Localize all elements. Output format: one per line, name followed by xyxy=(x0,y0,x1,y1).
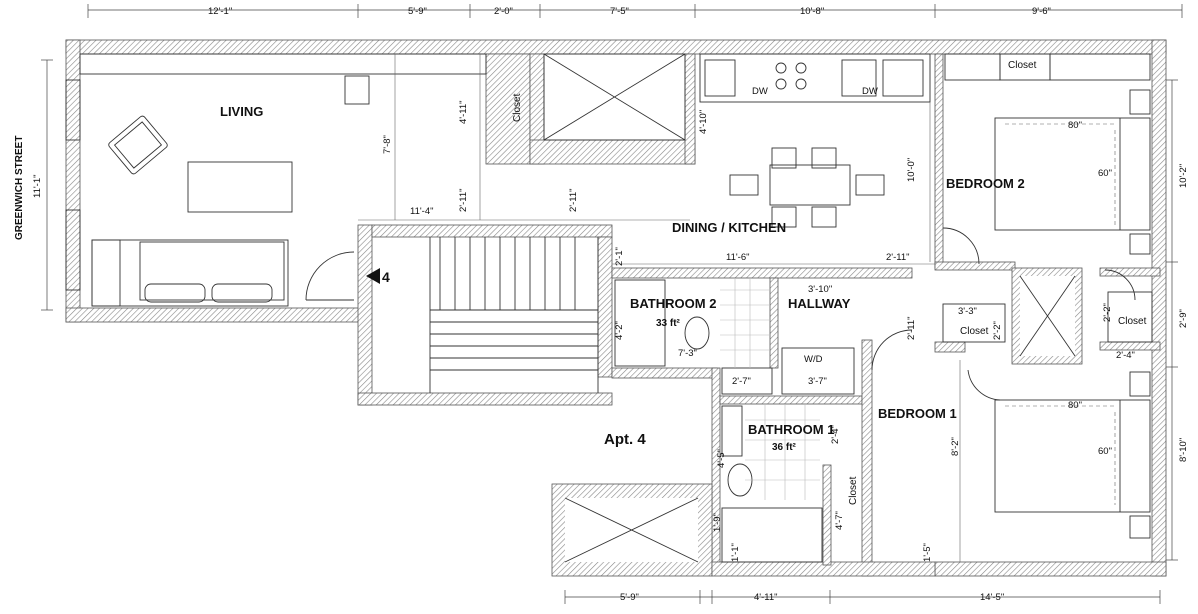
dim-bath1-2-4: 2'-4" xyxy=(830,425,841,444)
dim-bed2-width: 80" xyxy=(1068,120,1082,131)
bottom-dimension-line xyxy=(564,590,1161,604)
dim-hall-2-11: 2'-11" xyxy=(906,317,917,341)
top-dimension-line xyxy=(87,4,1183,18)
right-dimension-line xyxy=(1166,79,1178,561)
dim-kitchen-4-10: 4'-10" xyxy=(698,110,709,134)
dim-bath2-2-7: 2'-7" xyxy=(732,376,751,387)
dim-top-1: 12'-1" xyxy=(208,6,232,17)
left-dimension-line xyxy=(41,59,53,311)
dim-bed2-height: 60" xyxy=(1098,168,1112,179)
dim-bed1-1-5: 1'-5" xyxy=(922,543,933,562)
interior-lines xyxy=(65,53,1153,563)
closet-label-hall: Closet xyxy=(960,326,989,337)
dim-living-7-8: 7'-8" xyxy=(382,135,393,154)
room-area-bathroom-1: 36 ft² xyxy=(772,442,797,453)
dim-closet-4-7: 4'-7" xyxy=(834,511,845,530)
room-label-bedroom-1: BEDROOM 1 xyxy=(878,406,957,421)
room-label-bathroom-1: BATHROOM 1 xyxy=(748,422,834,437)
dim-dining-11-6: 11'-6" xyxy=(726,252,750,263)
room-label-dining-kitchen: DINING / KITCHEN xyxy=(672,220,786,235)
closet-label-top: Closet xyxy=(1008,60,1037,71)
room-label-living: LIVING xyxy=(220,104,263,119)
dim-bottom-3: 14'-5" xyxy=(980,592,1004,603)
dim-dining-2-11b: 2'-11" xyxy=(886,252,910,263)
dim-bed1-height: 60" xyxy=(1098,446,1112,457)
closet-label-bedroom1: Closet xyxy=(848,476,859,505)
dim-bath1-1-9: 1'-9" xyxy=(712,513,723,532)
dim-right-3: 8'-10" xyxy=(1178,438,1189,462)
dim-stair-2-1: 2'-1" xyxy=(614,247,625,266)
unit-marker-label: 4 xyxy=(382,269,390,285)
appliance-wd: W/D xyxy=(804,354,823,365)
dim-bath2-4-2: 4'-2" xyxy=(614,321,625,340)
dim-right-1: 10'-2" xyxy=(1178,164,1189,188)
room-area-bathroom-2: 33 ft² xyxy=(656,318,681,329)
dim-bottom-1: 5'-9" xyxy=(620,592,639,603)
apartment-label: Apt. 4 xyxy=(604,431,646,448)
dim-bottom-2: 4'-11" xyxy=(754,592,778,603)
dim-bed1-width: 80" xyxy=(1068,400,1082,411)
dim-closet-3-3: 3'-3" xyxy=(958,306,977,317)
dim-living-2-11: 2'-11" xyxy=(458,189,469,213)
dim-bed1-8-2: 8'-2" xyxy=(950,437,961,456)
dim-top-5: 10'-8" xyxy=(800,6,824,17)
dim-top-3: 2'-0" xyxy=(494,6,513,17)
street-label: GREENWICH STREET xyxy=(14,136,25,240)
room-label-bathroom-2: BATHROOM 2 xyxy=(630,296,716,311)
dim-top-4: 7'-5" xyxy=(610,6,629,17)
dim-closet-2-2a: 2'-2" xyxy=(992,321,1003,340)
dim-bath1-1-1: 1'-1" xyxy=(730,543,741,562)
dim-top-6: 9'-6" xyxy=(1032,6,1051,17)
interiors xyxy=(565,276,1075,562)
dim-wd-3-7: 3'-7" xyxy=(808,376,827,387)
dim-bath2-7-3: 7'-3" xyxy=(678,348,697,359)
closet-label-living: Closet xyxy=(512,93,523,122)
dim-hall-3-10: 3'-10" xyxy=(808,284,832,295)
room-label-bedroom-2: BEDROOM 2 xyxy=(946,176,1025,191)
dim-closet-2-2b: 2'-2" xyxy=(1102,303,1113,322)
closet-label-bedroom2-side: Closet xyxy=(1118,316,1147,327)
dim-top-2: 5'-9" xyxy=(408,6,427,17)
unit-arrow-icon xyxy=(366,268,380,284)
dim-dining-2-11: 2'-11" xyxy=(568,189,579,213)
dim-living-4-11: 4'-11" xyxy=(458,101,469,125)
appliance-dw-1: DW xyxy=(752,86,768,97)
dim-bath1-4-5: 4'-5" xyxy=(716,449,727,468)
dim-left: 11'-1" xyxy=(32,175,43,199)
dim-living-11-4: 11'-4" xyxy=(410,206,434,217)
room-label-hallway: HALLWAY xyxy=(788,296,851,311)
appliance-dw-2: DW xyxy=(862,86,878,97)
dim-closet-2-4: 2'-4" xyxy=(1116,350,1135,361)
dim-right-2: 2'-9" xyxy=(1178,309,1189,328)
walls xyxy=(65,39,1167,577)
dim-dining-10-0: 10'-0" xyxy=(906,158,917,182)
